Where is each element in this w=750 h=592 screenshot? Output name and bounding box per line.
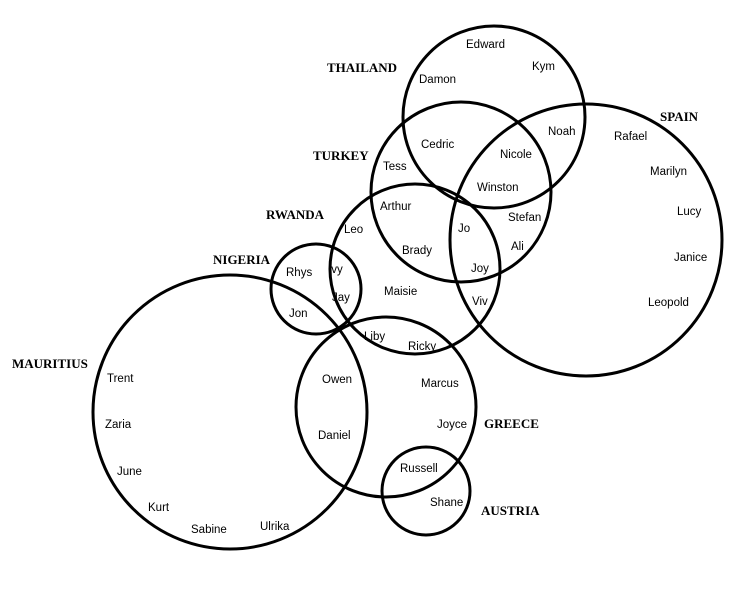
member-label: Trent — [107, 373, 134, 385]
circle-thailand — [401, 24, 587, 210]
circle-nigeria — [269, 242, 363, 336]
member-label: Jo — [458, 223, 470, 235]
member-label: Rafael — [614, 131, 647, 143]
member-label: Damon — [419, 74, 456, 86]
member-label: Jay — [332, 292, 350, 304]
member-label: Kym — [532, 61, 555, 73]
member-label: Arthur — [380, 201, 411, 213]
set-circles — [91, 24, 724, 551]
member-label: Leopold — [648, 297, 689, 309]
member-label: Nicole — [500, 149, 532, 161]
member-label: Edward — [466, 39, 505, 51]
label-rwanda: RWANDA — [266, 207, 325, 222]
label-mauritius: MAURITIUS — [12, 356, 88, 371]
member-label: Ulrika — [260, 521, 290, 533]
member-label: Tess — [383, 161, 407, 173]
member-label: Daniel — [318, 430, 351, 442]
member-names: Edward Kym Damon Noah Cedric Nicole Wins… — [105, 39, 707, 536]
member-label: Zaria — [105, 419, 132, 431]
member-label: Leo — [344, 224, 363, 236]
member-label: Owen — [322, 374, 352, 386]
member-label: Janice — [674, 252, 707, 264]
label-greece: GREECE — [484, 416, 539, 431]
circle-turkey — [369, 100, 553, 284]
label-turkey: TURKEY — [313, 148, 369, 163]
member-label: Winston — [477, 182, 519, 194]
circle-mauritius — [91, 273, 369, 551]
member-label: Sabine — [191, 524, 227, 536]
member-label: Marilyn — [650, 166, 687, 178]
circle-rwanda — [328, 182, 502, 356]
member-label: Shane — [430, 497, 463, 509]
member-label: Ali — [511, 241, 524, 253]
member-label: Noah — [548, 126, 576, 138]
member-label: Stefan — [508, 212, 541, 224]
member-label: June — [117, 466, 142, 478]
member-label: Liby — [364, 331, 385, 343]
circle-greece — [294, 315, 478, 499]
label-nigeria: NIGERIA — [213, 252, 271, 267]
circle-spain — [448, 102, 724, 378]
member-label: Marcus — [421, 378, 459, 390]
member-label: Ricky — [408, 341, 436, 353]
member-label: Joyce — [437, 419, 467, 431]
set-labels: THAILAND SPAIN TURKEY RWANDA NIGERIA MAU… — [12, 60, 699, 518]
member-label: Joy — [471, 263, 489, 275]
member-label: Jon — [289, 308, 308, 320]
member-label: Cedric — [421, 139, 454, 151]
member-label: Russell — [400, 463, 438, 475]
label-thailand: THAILAND — [327, 60, 397, 75]
member-label: Brady — [402, 245, 432, 257]
member-label: Viv — [472, 296, 488, 308]
member-label: Lucy — [677, 206, 702, 218]
member-label: Ivy — [328, 264, 343, 276]
member-label: Kurt — [148, 502, 170, 514]
member-label: Rhys — [286, 267, 312, 279]
label-austria: AUSTRIA — [481, 503, 540, 518]
member-label: Maisie — [384, 286, 417, 298]
label-spain: SPAIN — [660, 109, 699, 124]
circle-austria — [380, 445, 472, 537]
